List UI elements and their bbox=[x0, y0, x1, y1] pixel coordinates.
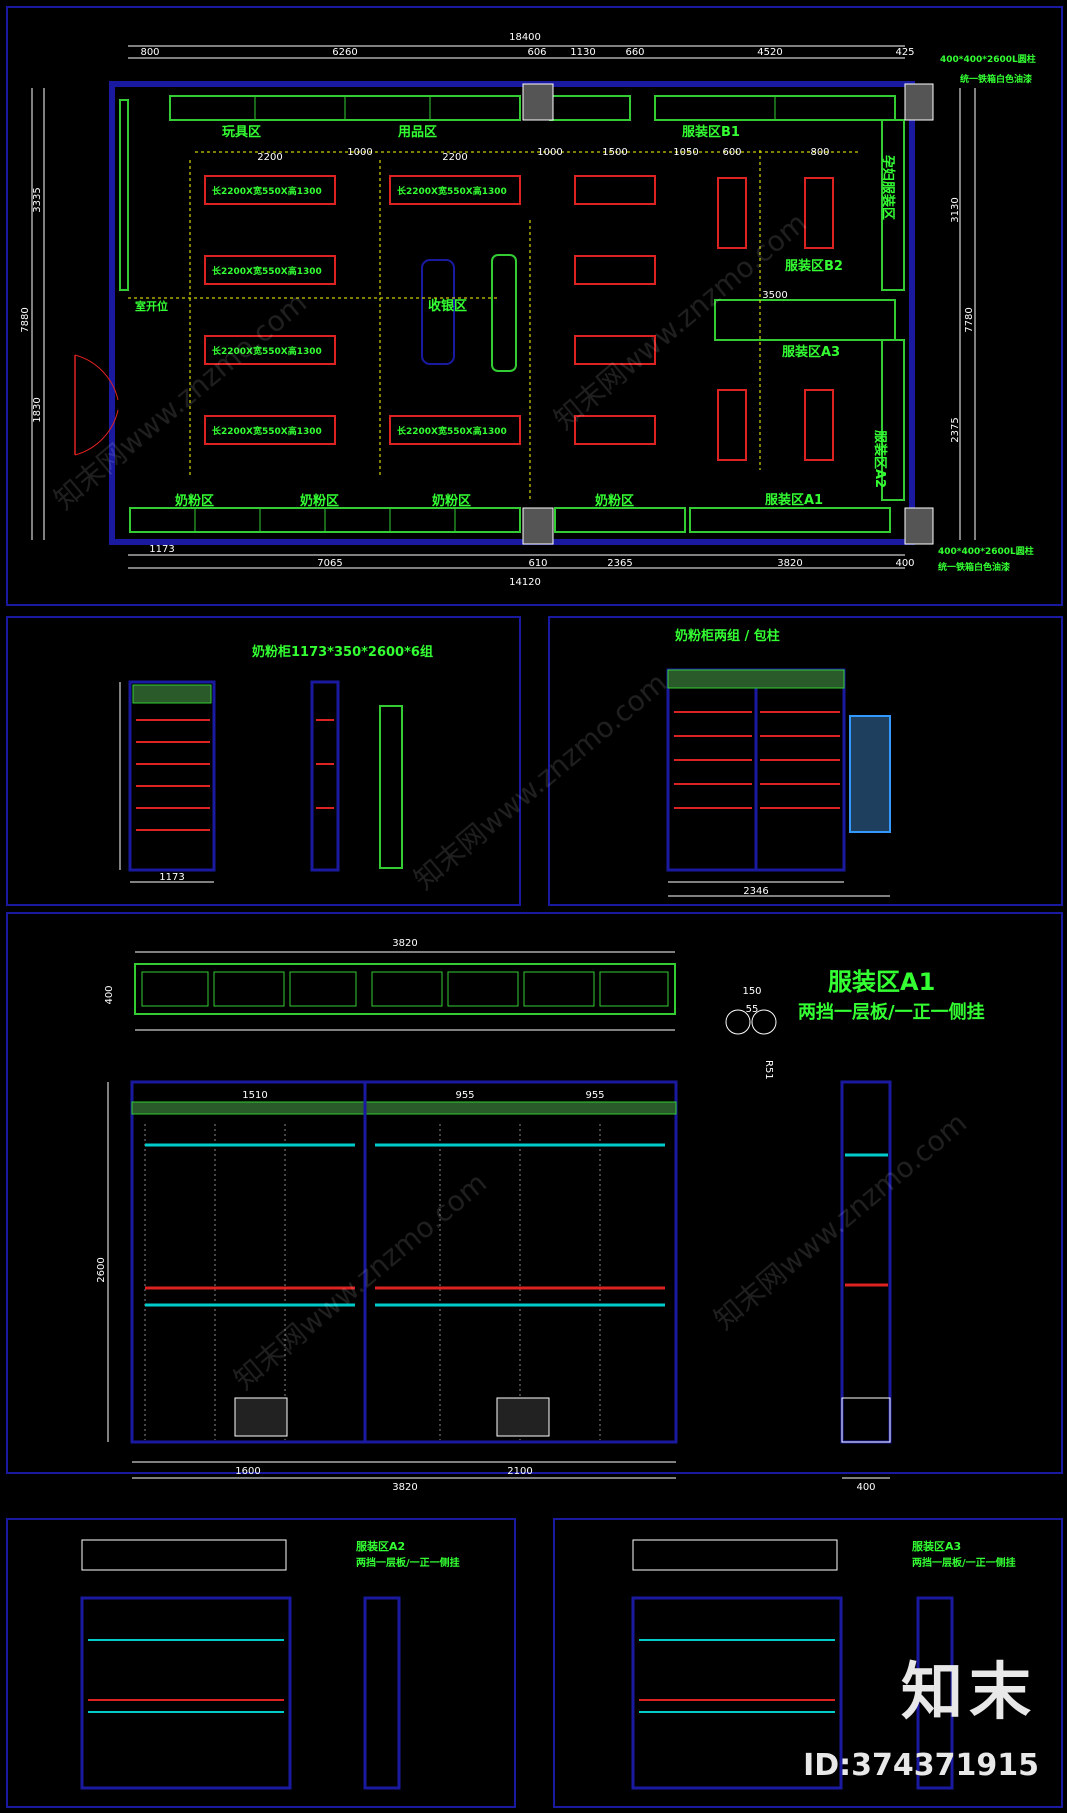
plan-col-dim-9: 3500 bbox=[762, 290, 787, 301]
elev4-subtitle: 两挡一层板/一正一侧挂 bbox=[356, 1556, 460, 1569]
plan-col-dim-2: 2200 bbox=[442, 152, 467, 163]
plan-dim-bottom-5: 400 bbox=[895, 558, 914, 569]
elev3-left-dim-3: 2600 bbox=[96, 1257, 107, 1282]
plan-col-dim-5: 1050 bbox=[673, 147, 698, 158]
zone-cashier: 收银区 bbox=[428, 298, 467, 314]
plan-dim-bottom-4: 3820 bbox=[777, 558, 802, 569]
column-note-bottom: 400*400*2600L圆柱 bbox=[938, 545, 1034, 557]
elev3-side-dim-5: 400 bbox=[856, 1482, 875, 1493]
zone-maternity: 孕妇服装区 bbox=[880, 155, 896, 220]
plan-dim-bottom-1: 7065 bbox=[317, 558, 342, 569]
zone-supplies: 用品区 bbox=[397, 125, 437, 140]
table-label-1: 长2200X宽550X高1300 bbox=[212, 185, 322, 197]
plan-dim-top-3: 1130 bbox=[570, 47, 595, 58]
clothing-a2-elevation bbox=[80, 1539, 401, 1790]
plan-dim-top-6: 425 bbox=[895, 47, 914, 58]
plan-col-dim-3: 1000 bbox=[537, 147, 562, 158]
plan-dim-right-4: 2375 bbox=[950, 417, 961, 442]
plan-dim-top-0: 800 bbox=[140, 47, 159, 58]
elev3-bottom-dim-3: 2100 bbox=[507, 1466, 532, 1477]
elevation-panel-5 bbox=[553, 1518, 1063, 1808]
elev5-title: 服装区A3 bbox=[912, 1539, 961, 1553]
column-note-top: 400*400*2600L圆柱 bbox=[940, 53, 1036, 65]
plan-col-dim-1: 1000 bbox=[347, 147, 372, 158]
zone-clothing-b1: 服装区B1 bbox=[682, 124, 740, 140]
elev3-hook-0: 150 bbox=[742, 986, 761, 997]
zone-entrance: 室开位 bbox=[135, 299, 168, 313]
plan-col-dim-4: 1500 bbox=[602, 147, 627, 158]
elevation-panel-4 bbox=[6, 1518, 516, 1808]
elev3-main-dim-1: 1510 bbox=[242, 1090, 267, 1101]
elev3-title: 服装区A1 bbox=[828, 968, 935, 996]
milk-cabinet-pair-elevation bbox=[666, 668, 891, 897]
elevation-panel-2 bbox=[548, 616, 1063, 906]
elev3-main-dim-2: 955 bbox=[455, 1090, 474, 1101]
clothing-a3-elevation bbox=[631, 1539, 954, 1790]
elev3-bottom-total: 3820 bbox=[392, 1482, 417, 1493]
elev5-subtitle: 两挡一层板/一正一侧挂 bbox=[912, 1556, 1016, 1569]
plan-total-width: 18400 bbox=[509, 32, 541, 43]
plan-dim-left-5: 1830 bbox=[32, 397, 43, 422]
elev3-top-depth: 400 bbox=[104, 985, 115, 1004]
floor-plan bbox=[31, 45, 976, 569]
plan-col-dim-0: 2200 bbox=[257, 152, 282, 163]
table-label-5: 长2200X宽550X高1300 bbox=[397, 185, 507, 197]
clothing-a1-elevation bbox=[107, 951, 892, 1479]
elevation-panel-3 bbox=[6, 912, 1063, 1474]
plan-col-dim-7: 800 bbox=[810, 147, 829, 158]
elev3-hook-1: 55 bbox=[746, 1004, 759, 1015]
plan-dim-left-2: 7880 bbox=[20, 307, 31, 332]
elevation-panel-1 bbox=[6, 616, 521, 906]
table-label-4: 长2200X宽550X高1300 bbox=[212, 425, 322, 437]
elev3-bottom-dim-1: 1600 bbox=[235, 1466, 260, 1477]
elev3-hook-3: R51 bbox=[763, 1060, 774, 1080]
plan-dim-top-4: 660 bbox=[625, 47, 644, 58]
table-label-3: 长2200X宽550X高1300 bbox=[212, 345, 322, 357]
plan-dim-bottom-3: 2365 bbox=[607, 558, 632, 569]
elev2-title: 奶粉柜两组 / 包柱 bbox=[674, 628, 780, 644]
table-label-2: 长2200X宽550X高1300 bbox=[212, 265, 322, 277]
plan-dim-bottom-0: 1173 bbox=[149, 544, 174, 555]
plan-col-dim-6: 600 bbox=[722, 147, 741, 158]
plan-dim-left-1: 3335 bbox=[32, 187, 43, 212]
elev3-main-dim-3: 955 bbox=[585, 1090, 604, 1101]
zone-milk-4: 奶粉区 bbox=[594, 493, 634, 509]
plan-dim-top-1: 6260 bbox=[332, 47, 357, 58]
floor-plan-panel bbox=[6, 6, 1063, 606]
plan-dim-right-2: 7780 bbox=[964, 307, 975, 332]
plan-dim-right-1: 3130 bbox=[950, 197, 961, 222]
plan-bottom-total: 14120 bbox=[509, 577, 541, 588]
elev1-dim-0: 1173 bbox=[159, 872, 184, 883]
milk-cabinet-elevation bbox=[119, 680, 403, 883]
zone-clothing-a3: 服装区A3 bbox=[782, 344, 840, 360]
zone-clothing-b2: 服装区B2 bbox=[785, 258, 843, 274]
table-label-6: 长2200X宽550X高1300 bbox=[397, 425, 507, 437]
plan-dim-bottom-2: 610 bbox=[528, 558, 547, 569]
brand-logo: 知末 bbox=[900, 1655, 1037, 1728]
zone-milk-3: 奶粉区 bbox=[431, 493, 471, 509]
zone-milk-1: 奶粉区 bbox=[174, 493, 214, 509]
zone-clothing-a2: 服装区A2 bbox=[872, 430, 888, 488]
elev3-top-total: 3820 bbox=[392, 938, 417, 949]
elev3-subtitle: 两挡一层板/一正一侧挂 bbox=[798, 1001, 985, 1023]
zone-toy: 玩具区 bbox=[222, 125, 261, 140]
plan-dim-top-5: 4520 bbox=[757, 47, 782, 58]
elev1-title: 奶粉柜1173*350*2600*6组 bbox=[251, 644, 433, 660]
zone-milk-2: 奶粉区 bbox=[299, 493, 339, 509]
image-id: ID:374371915 bbox=[803, 1748, 1039, 1783]
column-note-bottom-2: 统一铁箱白色油漆 bbox=[938, 561, 1010, 573]
elev4-title: 服装区A2 bbox=[356, 1539, 405, 1553]
plan-dim-top-2: 606 bbox=[527, 47, 546, 58]
column-note-top-2: 统一铁箱白色油漆 bbox=[960, 73, 1032, 85]
elev2-dim-0: 2346 bbox=[743, 886, 768, 897]
zone-clothing-a1: 服装区A1 bbox=[765, 492, 823, 508]
